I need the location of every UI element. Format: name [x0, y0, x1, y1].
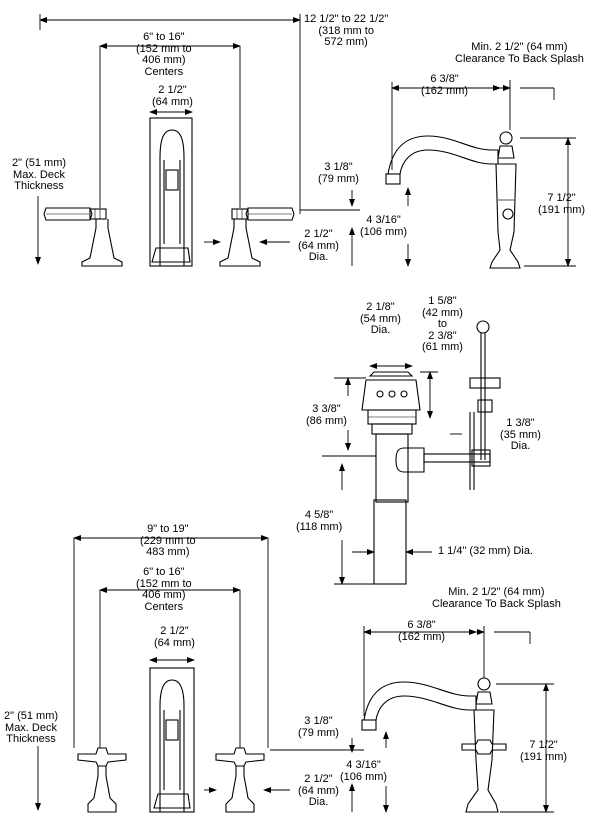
top-overall-width-label: 12 1/2" to 22 1/2" (318 mm to 572 mm): [304, 13, 389, 48]
top-handle-dia-label: 2 1/2" (64 mm) Dia.: [298, 228, 339, 263]
drain-tailpiece-length-label: 4 5/8" (118 mm): [296, 509, 343, 533]
drain-lift-rod-label: 1 5/8" (42 mm) to 2 3/8" (61 mm): [422, 295, 463, 353]
drain-body-height-label: 3 3/8" (86 mm): [306, 403, 347, 427]
top-aerator-height-label: 4 3/16" (106 mm): [360, 214, 408, 238]
top-height-label: 7 1/2" (191 mm): [538, 192, 586, 216]
bottom-height-label: 7 1/2" (191 mm): [520, 739, 568, 763]
bottom-handle-left: [77, 747, 127, 813]
top-deck-thickness-label: 2" (51 mm) Max. Deck Thickness: [12, 157, 67, 192]
bottom-deck-thickness-label: 2" (51 mm) Max. Deck Thickness: [4, 710, 59, 745]
drain-stopper-dia-label: 2 1/8" (54 mm) Dia.: [360, 301, 401, 336]
bottom-spout-front: [149, 667, 195, 813]
bottom-spout-clearance-label: 3 1/8" (79 mm): [298, 715, 339, 739]
bottom-centers-label: 6" to 16" (152 mm to 406 mm) Centers: [136, 566, 192, 613]
bottom-handle-dia-label: 2 1/2" (64 mm) Dia.: [298, 773, 339, 808]
top-handle-left: [43, 207, 123, 267]
dimension-lines: [35, 14, 576, 813]
bottom-spout-base-label: 2 1/2" (64 mm): [154, 625, 195, 649]
top-backsplash-label: Min. 2 1/2" (64 mm) Clearance To Back Sp…: [455, 41, 584, 65]
top-spout-side: [385, 131, 521, 269]
top-centers-label: 6" to 16" (152 mm to 406 mm) Centers: [136, 31, 192, 78]
top-handle-right: [219, 207, 295, 267]
top-reach-label: 6 3/8" (162 mm): [421, 73, 469, 97]
top-spout-clearance-label: 3 1/8" (79 mm): [318, 161, 359, 185]
top-spout-base-label: 2 1/2" (64 mm): [152, 84, 193, 108]
bottom-overall-width-label: 9" to 19" (229 mm to 483 mm): [140, 523, 196, 558]
bottom-handle-right: [215, 747, 265, 813]
drain-assembly: [361, 320, 501, 585]
drain-tailpiece-dia-label: 1 1/4" (32 mm) Dia.: [438, 545, 533, 557]
bottom-reach-label: 6 3/8" (162 mm): [398, 619, 446, 643]
bottom-spout-side: [361, 677, 507, 813]
drain-flange-dia-label: 1 3/8" (35 mm) Dia.: [500, 417, 541, 452]
top-spout-front: [149, 117, 193, 267]
bottom-backsplash-label: Min. 2 1/2" (64 mm) Clearance To Back Sp…: [432, 586, 561, 610]
bottom-aerator-height-label: 4 3/16" (106 mm): [340, 759, 388, 783]
